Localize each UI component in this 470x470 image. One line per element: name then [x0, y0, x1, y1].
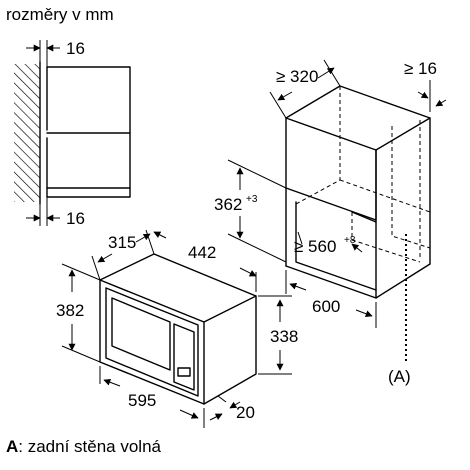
oven-height-ext-top [61, 263, 101, 281]
marker-a-label: (A) [388, 367, 411, 386]
oven-control-panel [173, 323, 195, 391]
cabinet-top-lid [285, 85, 431, 151]
depth-ext-left [269, 91, 287, 119]
oven-body-height-value: 338 [270, 327, 298, 346]
niche-top-lip [351, 211, 377, 223]
oven-body-top [99, 253, 257, 323]
niche-width-arrow [351, 243, 363, 253]
legend: A: zadní stěna volná [6, 437, 162, 456]
niche-inner [295, 201, 377, 291]
oven-depth-ext-b [145, 229, 155, 255]
wall-hatching [14, 64, 40, 202]
cabinet-depth-value: ≥ 320 [276, 67, 318, 86]
microwave-drawing: 315 442 382 338 595 20 [56, 229, 298, 428]
side-gap-arrow-a [417, 91, 429, 99]
hidden-side [391, 126, 431, 249]
gap-top-value: 16 [66, 39, 85, 58]
oven-door-window [111, 297, 171, 371]
legend-key: A [6, 437, 18, 456]
niche-height-value: 362 [214, 195, 242, 214]
hidden-back-left [295, 86, 341, 205]
wall-side-view: 16 16 [14, 39, 131, 228]
legend-text: : zadní stěna volná [18, 437, 161, 456]
oven-frame-arrow-a [209, 413, 223, 421]
height-ext-bottom [227, 233, 287, 263]
oven-display [177, 367, 191, 377]
oven-body-width-arrow-a [153, 231, 167, 239]
oven-frame-ext [217, 395, 227, 403]
depth-arrow-a [277, 91, 293, 101]
oven-body-width-arrow-b [239, 267, 257, 277]
hidden-niche-floor [351, 212, 421, 263]
oven-frame-arrow-b [229, 401, 241, 409]
oven-depth-arrow-b [135, 233, 151, 243]
oven-body-width-value: 442 [188, 243, 216, 262]
cabinet-drawing: (A) ≥ 320 ≥ 16 362 +3 ≥ 560 +8 600 [214, 59, 447, 386]
oven-depth-arrow-a [97, 253, 113, 263]
oven-body-side [203, 295, 257, 405]
oven-width-arrow-b [179, 409, 199, 419]
width-arrow-left [289, 282, 307, 291]
oven-height-ext-bottom [61, 345, 101, 363]
units-title: rozměry v mm [6, 5, 114, 24]
width-arrow-right [355, 309, 373, 318]
gap-bottom-value: 16 [66, 209, 85, 228]
oven-front-frame [99, 279, 205, 405]
hidden-back-shelf [339, 179, 431, 213]
oven-depth-ext-a [91, 255, 101, 281]
oven-frame-value: 20 [236, 403, 255, 422]
oven-width-value: 595 [128, 391, 156, 410]
oven-height-value: 382 [56, 301, 84, 320]
oven-front-inner [105, 287, 199, 397]
niche-width-tolerance: +8 [344, 235, 356, 246]
niche-height-tolerance: +3 [246, 194, 258, 205]
oven-width-arrow-a [103, 378, 121, 387]
cabinet-profile [46, 66, 131, 198]
depth-arrow-b [317, 67, 335, 79]
niche-width-value: ≥ 560 [294, 237, 336, 256]
niche-width-mark [297, 231, 303, 245]
height-ext-top [227, 159, 287, 189]
cabinet-bottom [285, 263, 431, 299]
cabinet-side-gap-value: ≥ 16 [404, 59, 437, 78]
side-gap-arrow-b [435, 99, 447, 107]
cabinet-width-value: 600 [312, 297, 340, 316]
cabinet-top-front [285, 117, 377, 221]
oven-depth-value: 315 [108, 233, 136, 252]
